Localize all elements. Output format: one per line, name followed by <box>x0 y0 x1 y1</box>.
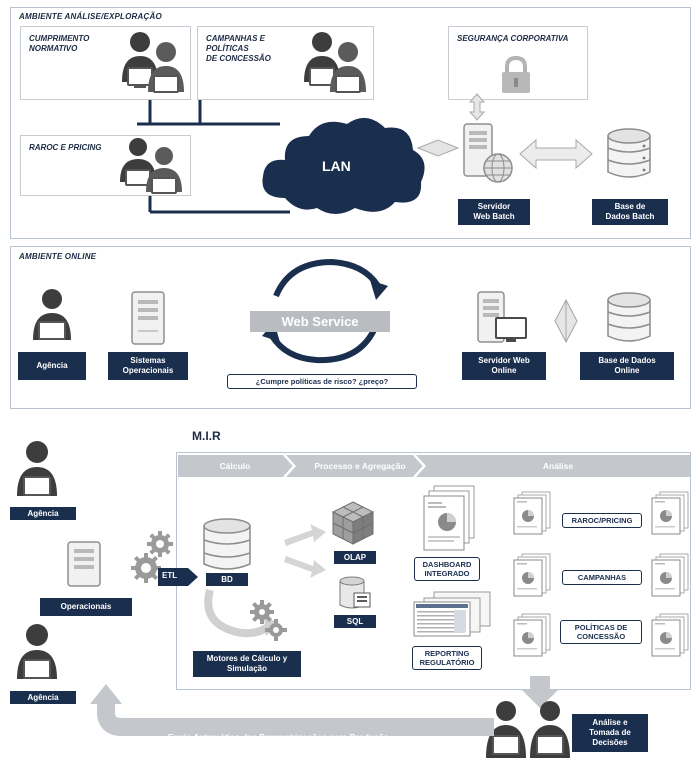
mir-agencia-top-label: Agência <box>10 507 76 520</box>
database-icon <box>607 128 651 178</box>
server-icon <box>131 291 165 345</box>
dashboard-document-icon <box>423 485 475 551</box>
diamond-connector-icon <box>554 298 578 344</box>
user-at-computer-icon <box>33 289 71 340</box>
card-campanhas-title: CAMPANHAS E POLÍTICAS DE CONCESSÃO <box>206 34 271 63</box>
lan-cloud-icon <box>262 117 425 214</box>
down-arrow <box>522 676 558 708</box>
etl-arrow <box>158 568 198 586</box>
online-database-label: Base de Dados Online <box>580 352 674 380</box>
stage-calculo: Cálculo <box>219 461 251 471</box>
sql-label: SQL <box>334 615 376 628</box>
feedback-arrow <box>90 684 494 736</box>
card-seguranca-title: SEGURANÇA CORPORATIVA <box>457 34 569 43</box>
campanhas-label: CAMPANHAS <box>562 570 642 585</box>
olap-label: OLAP <box>334 551 376 564</box>
lan-connectors <box>137 100 290 214</box>
sql-icon <box>339 576 371 609</box>
online-agencia-label: Agência <box>18 352 86 380</box>
stage-analise: Análise <box>542 461 574 471</box>
card-cumprimento-title: CUMPRIMENTO NORMATIVO <box>29 34 90 53</box>
dashboard-integrado-label: DASHBOARD INTEGRADO <box>414 557 480 581</box>
raroc-pricing-label: RAROC/PRICING <box>562 513 642 528</box>
database-icon <box>607 292 651 342</box>
olap-cube-icon <box>331 501 375 545</box>
double-arrow-icon <box>519 138 593 170</box>
mir-agencia-bottom-label: Agência <box>10 691 76 704</box>
sistemas-operacionais-label: Sistemas Operacionais <box>108 352 188 380</box>
mir-operacionais-label: Operacionais <box>40 598 132 616</box>
flow-arrows <box>284 524 326 578</box>
risk-question-label: ¿Cumpre políticas de risco? ¿preço? <box>227 374 417 389</box>
server-icon <box>67 541 101 587</box>
batch-server-label: Servidor Web Batch <box>458 199 530 225</box>
connector-arrows <box>416 93 486 157</box>
web-server-icon <box>477 291 527 343</box>
lan-label: LAN <box>322 158 351 174</box>
online-server-label: Servidor Web Online <box>462 352 546 380</box>
stage-chevrons <box>178 455 690 477</box>
calculation-cycle-icon <box>204 588 287 641</box>
bd-label: BD <box>206 573 248 586</box>
envio-automatico-label: Envio Automático das Parametrizações par… <box>168 732 389 742</box>
batch-environment-title: AMBIENTE ANÁLISE/EXPLORAÇÃO <box>19 12 162 21</box>
mir-title: M.I.R <box>192 429 221 443</box>
database-icon <box>203 518 251 570</box>
card-raroc-title: RAROC E PRICING <box>29 143 102 152</box>
user-at-computer-icon <box>17 441 57 496</box>
user-at-computer-icon <box>17 624 57 679</box>
users-at-computer-icon <box>120 138 182 194</box>
card-seguranca-corporativa: SEGURANÇA CORPORATIVA <box>448 26 588 100</box>
web-service-banner: Web Service <box>250 311 390 332</box>
web-server-icon <box>463 123 513 183</box>
batch-database-label: Base de Dados Batch <box>592 199 668 225</box>
reporting-regulatorio-label: REPORTING REGULATÓRIO <box>412 646 482 670</box>
gears-icon <box>131 531 173 583</box>
analise-tomada-decisoes-label: Análise e Tomada de Decisões <box>572 714 648 752</box>
reporting-screens-icon <box>413 591 491 637</box>
users-at-computer-icon <box>122 32 184 93</box>
motores-calculo-label: Motores de Cálculo y Simulação <box>193 651 301 677</box>
politicas-concessao-label: POLÍTICAS DE CONCESSÃO <box>560 620 642 644</box>
online-environment-title: AMBIENTE ONLINE <box>19 252 97 261</box>
stage-processo: Processo e Agregação <box>314 461 406 471</box>
padlock-icon <box>502 55 530 93</box>
etl-label: ETL <box>162 571 178 580</box>
users-at-computer-icon <box>486 701 570 758</box>
users-at-computer-icon <box>304 32 366 93</box>
